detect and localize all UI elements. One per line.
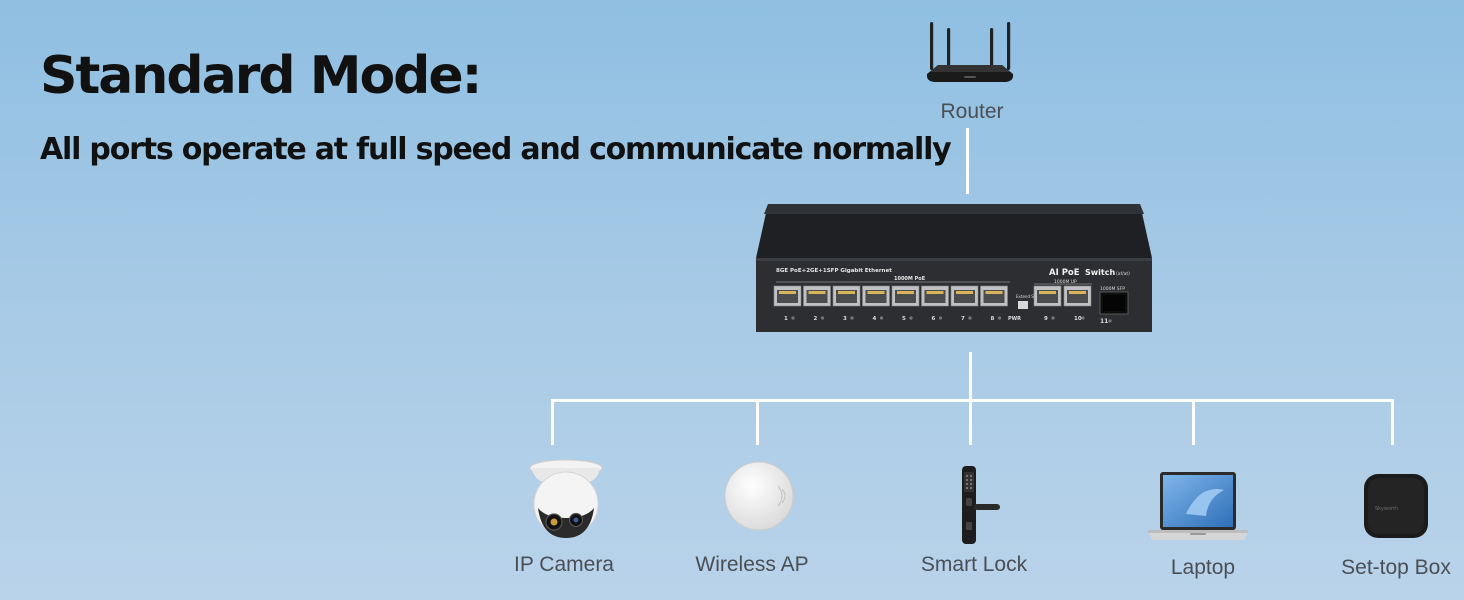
switch-brand-suffix: Switch	[1085, 268, 1115, 277]
switch-power-label: PWR	[1008, 316, 1021, 322]
switch-brand-prefix: AI PoE	[1049, 268, 1080, 278]
rj45-port-7	[950, 285, 979, 307]
rj45-port-5	[891, 285, 920, 307]
laptop-icon	[1148, 472, 1248, 540]
port-number-10: 10	[1074, 316, 1082, 322]
smart-lock-label: Smart Lock	[920, 553, 1028, 576]
port-number-1: 1	[784, 316, 788, 322]
page-subtitle: All ports operate at full speed and comm…	[40, 132, 952, 167]
port-number-3: 3	[843, 316, 847, 322]
port-number-9: 9	[1044, 316, 1048, 322]
rj45-port-9	[1033, 285, 1062, 307]
wireless-ap-icon	[724, 461, 794, 531]
switch-sfp-group-text: 1000M SFP	[1100, 286, 1125, 292]
drop-line-wireless-ap	[756, 399, 759, 445]
port-number-6: 6	[932, 316, 936, 322]
port-number-2: 2	[814, 316, 818, 322]
set-top-box-brand-text: Skyworth	[1375, 506, 1398, 512]
poe-switch-icon: 8GE PoE+2GE+1SFP Gigabit Ethernet 1000M …	[756, 204, 1152, 332]
rj45-port-2	[803, 285, 831, 307]
distribution-bus-line	[551, 399, 1394, 402]
smart-lock-icon	[962, 466, 1000, 544]
switch-brand-note: (af/at)	[1116, 271, 1130, 277]
page-title: Standard Mode:	[40, 46, 482, 106]
rj45-port-1	[773, 285, 802, 307]
router-label: Router	[940, 100, 1004, 123]
set-top-box-label: Set-top Box	[1341, 556, 1451, 579]
router-icon	[926, 22, 1014, 82]
rj45-port-6	[921, 285, 949, 307]
switch-model-text: 8GE PoE+2GE+1SFP Gigabit Ethernet	[776, 268, 892, 274]
ip-camera-label: IP Camera	[514, 553, 614, 576]
drop-line-ip-camera	[551, 399, 554, 445]
switch-poe-group-text: 1000M PoE	[894, 276, 926, 282]
port-number-8: 8	[991, 316, 995, 322]
switch-trunk-line	[969, 352, 972, 400]
laptop-label: Laptop	[1170, 556, 1236, 579]
port-number-7: 7	[961, 316, 965, 322]
switch-mode-text: Extend Standard	[1016, 294, 1050, 299]
rj45-port-10	[1063, 285, 1092, 307]
ip-camera-icon	[529, 459, 603, 538]
drop-line-set-top-box	[1391, 399, 1394, 445]
drop-line-laptop	[1192, 399, 1195, 445]
wireless-ap-label: Wireless AP	[695, 553, 809, 576]
rj45-port-4	[862, 285, 890, 307]
port-number-5: 5	[902, 316, 906, 322]
switch-uplink-group-text: 1000M UP	[1054, 279, 1077, 285]
port-number-4: 4	[873, 316, 877, 322]
switch-sfp-number: 11	[1100, 318, 1108, 325]
rj45-port-3	[832, 285, 861, 307]
router-switch-link	[966, 128, 969, 194]
rj45-port-8	[980, 285, 1008, 307]
drop-line-smart-lock	[969, 399, 972, 445]
set-top-box-icon: Skyworth	[1364, 474, 1428, 538]
